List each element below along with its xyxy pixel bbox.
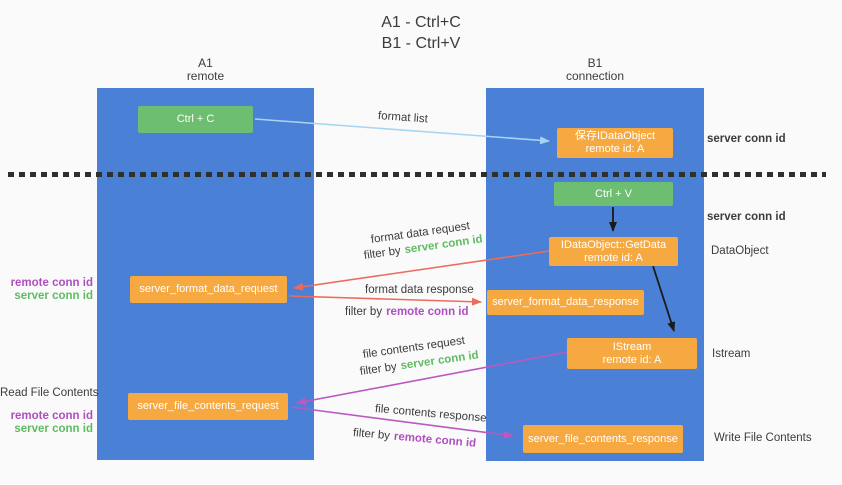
format-list-label: format list — [377, 110, 429, 126]
session-divider-line — [8, 172, 826, 177]
remote-conn-id-text-4: remote conn id — [393, 430, 477, 450]
write-file-contents-annotation: Write File Contents — [714, 432, 812, 444]
istream-box: IStream remote id: A — [567, 338, 697, 369]
format-data-response-label: format data response — [365, 284, 474, 296]
title-line-2: B1 - Ctrl+V — [381, 35, 461, 52]
save-idataobject-line1: 保存IDataObject — [574, 130, 656, 142]
server-file-contents-response-box: server_file_contents_response — [523, 425, 683, 453]
column-header-a1: A1 remote — [97, 57, 314, 83]
title-line-1: A1 - Ctrl+C — [381, 14, 461, 31]
ctrl-v-box: Ctrl + V — [554, 182, 673, 206]
filter-by-text-2: filter by — [345, 306, 383, 318]
remote-conn-id-annotation-1: remote conn id — [10, 277, 93, 289]
save-idataobject-line2: remote id: A — [585, 143, 645, 155]
remote-conn-id-annotation-2: remote conn id — [10, 410, 93, 422]
dataobject-annotation: DataObject — [711, 245, 769, 257]
ctrl-c-label: Ctrl + C — [176, 113, 215, 125]
filter-by-text-1: filter by — [363, 244, 402, 262]
filter-by-text-4: filter by — [352, 427, 391, 443]
format-data-response-arrow — [288, 295, 482, 306]
server-conn-id-annotation-2: server conn id — [14, 423, 93, 435]
server-format-data-response-box: server_format_data_response — [487, 290, 644, 315]
format-request-conn-ids: remote conn id server conn id — [0, 277, 93, 303]
save-idataobject-box: 保存IDataObject remote id: A — [557, 128, 673, 158]
server-file-contents-request-box: server_file_contents_request — [128, 393, 288, 420]
istream-line1: IStream — [612, 340, 652, 353]
diagram-title: A1 - Ctrl+C B1 - Ctrl+V — [0, 12, 842, 54]
istream-annotation: Istream — [712, 348, 751, 360]
server-conn-id-annotation-1: server conn id — [14, 290, 93, 302]
file-contents-response-label: file contents response — [374, 403, 487, 425]
file-request-conn-ids: remote conn id server conn id — [0, 410, 93, 436]
server-conn-id-annotation-mid: server conn id — [707, 211, 786, 223]
column-b1-name: B1 — [587, 56, 603, 70]
filter-by-text-3: filter by — [359, 360, 398, 378]
idataobject-getdata-box: IDataObject::GetData remote id: A — [549, 237, 678, 266]
column-header-b1: B1 connection — [486, 57, 704, 83]
server-format-data-response-label: server_format_data_response — [492, 296, 639, 308]
ctrl-v-label: Ctrl + V — [595, 187, 632, 200]
getdata-line2: remote id: A — [584, 251, 643, 264]
server-conn-id-annotation-top: server conn id — [707, 133, 786, 145]
server-format-data-request-label: server_format_data_request — [139, 283, 278, 295]
ctrl-c-box: Ctrl + C — [138, 106, 253, 133]
server-file-contents-request-label: server_file_contents_request — [137, 400, 279, 412]
server-format-data-request-box: server_format_data_request — [130, 276, 287, 303]
read-file-contents-annotation: Read File Contents — [0, 387, 99, 399]
column-a1-role: remote — [186, 69, 225, 83]
remote-conn-id-text-2: remote conn id — [386, 306, 469, 318]
column-b1-role: connection — [565, 69, 625, 83]
getdata-line1: IDataObject::GetData — [560, 238, 667, 251]
istream-line2: remote id: A — [602, 353, 662, 366]
server-file-contents-response-label: server_file_contents_response — [528, 432, 678, 445]
column-a1-name: A1 — [198, 56, 213, 70]
